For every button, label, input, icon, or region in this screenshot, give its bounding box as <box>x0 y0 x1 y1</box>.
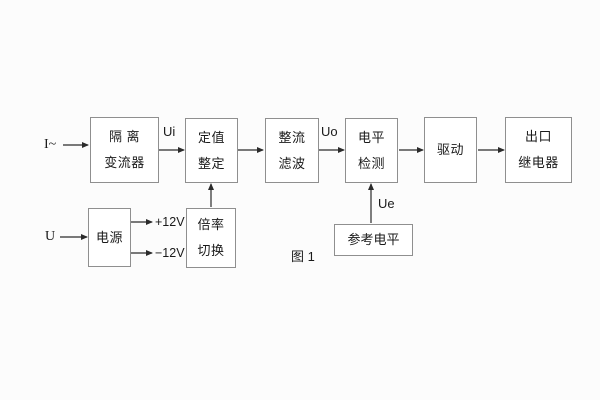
label-uo: Uo <box>321 124 338 139</box>
label-rail-negative: −12V <box>155 246 185 260</box>
label-current-input: I~ <box>44 137 57 152</box>
node-output-line1: 出口 <box>524 129 552 145</box>
node-multiplier-line2: 切换 <box>197 243 225 258</box>
node-isolation-transformer[interactable]: 隔 离 变流器 <box>90 117 159 183</box>
node-output-line2: 继电器 <box>518 155 559 170</box>
node-isolation-line2: 变流器 <box>104 155 145 170</box>
node-rectifier-line2: 滤波 <box>278 155 306 171</box>
node-drive[interactable]: 驱动 <box>424 117 477 183</box>
node-drive-line1: 驱动 <box>436 142 464 158</box>
label-ue: Ue <box>378 196 395 211</box>
node-multiplier-line1: 倍率 <box>197 217 225 233</box>
node-reference-level[interactable]: 参考电平 <box>334 224 413 256</box>
node-power-line1: 电源 <box>95 229 123 245</box>
node-setting-adjustment[interactable]: 定值 整定 <box>185 118 238 183</box>
node-setting-line1: 定值 <box>197 129 225 145</box>
node-setting-line2: 整定 <box>197 155 225 171</box>
label-ui: Ui <box>163 124 176 139</box>
figure-caption: 图 1 <box>291 249 315 264</box>
node-level-line1: 电平 <box>357 129 385 145</box>
node-isolation-line1: 隔 离 <box>108 129 141 145</box>
node-output-relay[interactable]: 出口 继电器 <box>505 117 572 183</box>
node-reference-line1: 参考电平 <box>347 232 400 248</box>
node-level-line2: 检测 <box>357 155 385 171</box>
node-level-detection[interactable]: 电平 检测 <box>345 118 398 183</box>
label-voltage-input: U <box>45 229 56 244</box>
label-rail-positive: +12V <box>155 215 185 229</box>
node-multiplier-switch[interactable]: 倍率 切换 <box>186 208 236 268</box>
node-rectifier-filter[interactable]: 整流 滤波 <box>265 118 319 183</box>
node-power-supply[interactable]: 电源 <box>88 208 131 267</box>
node-rectifier-line1: 整流 <box>278 129 306 145</box>
